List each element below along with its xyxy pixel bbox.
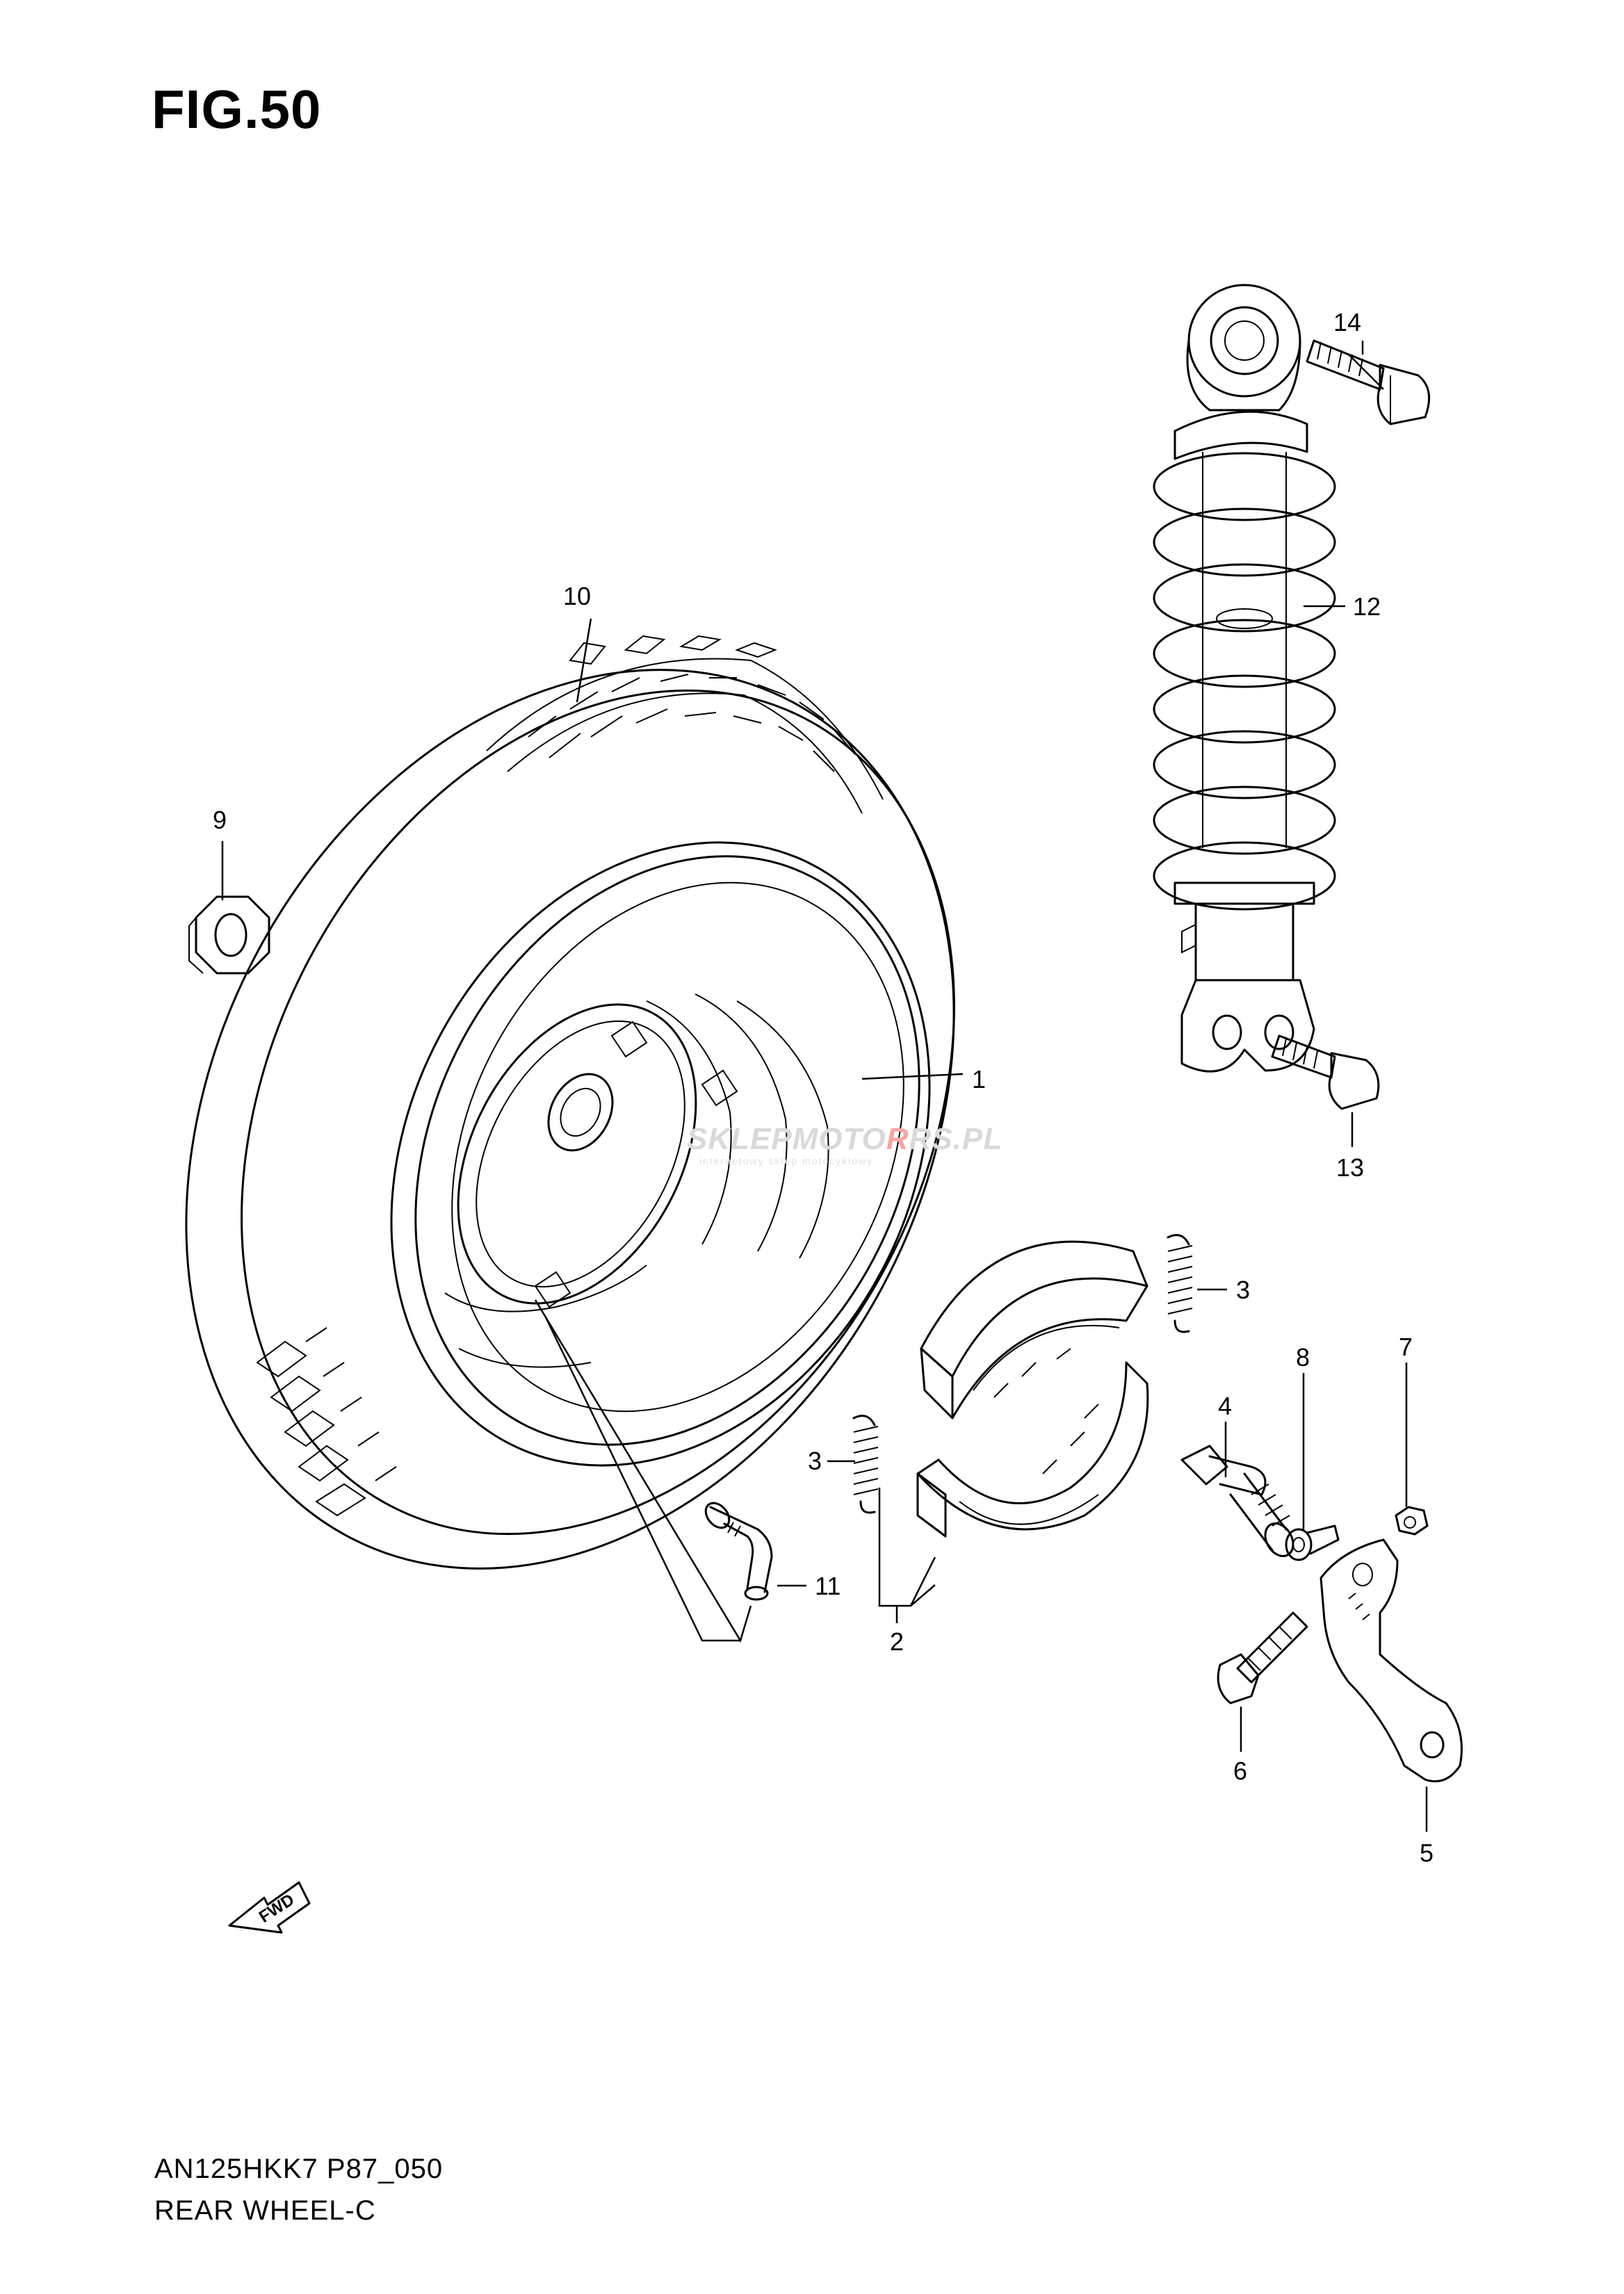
brake-shoe-set[interactable]	[916, 1240, 1149, 1538]
section-name: REAR WHEEL-C	[154, 2195, 376, 2226]
callout-12: 12	[1353, 592, 1381, 621]
brake-spring-lower[interactable]	[852, 1415, 879, 1514]
callout-10: 10	[563, 582, 591, 610]
callout-11: 11	[815, 1572, 841, 1600]
tire-valve[interactable]	[701, 1499, 773, 1601]
axle-nut[interactable]	[188, 895, 270, 975]
callout-labels: 10 9 1 14 12 13 3 3 11 2 4 8 7 6 5	[213, 308, 1434, 1867]
wear-indicator-plate[interactable]	[1285, 1524, 1340, 1561]
callout-3-lower: 3	[808, 1447, 822, 1475]
callout-4: 4	[1218, 1392, 1232, 1420]
brake-spring-upper[interactable]	[1167, 1234, 1193, 1333]
callout-7: 7	[1399, 1333, 1413, 1361]
watermark-logo: SKLEPMOTORRS.PL	[687, 1122, 1003, 1156]
leader-lines	[221, 341, 1428, 1832]
svg-text:FWD: FWD	[256, 1890, 298, 1926]
brake-camshaft[interactable]	[1180, 1445, 1299, 1561]
rear-tire[interactable]	[35, 535, 1105, 1703]
lever-bolt[interactable]	[1217, 1611, 1308, 1705]
figure-title: FIG.50	[152, 79, 322, 140]
rear-wheel-rim[interactable]	[286, 748, 1034, 1560]
lever-nut[interactable]	[1395, 1506, 1429, 1536]
callout-13: 13	[1336, 1153, 1364, 1182]
forward-direction-arrow: FWD	[228, 1881, 311, 1934]
callout-9: 9	[213, 806, 227, 834]
callout-8: 8	[1296, 1343, 1310, 1372]
callout-6: 6	[1233, 1757, 1247, 1785]
callout-5: 5	[1420, 1839, 1434, 1867]
watermark-tagline: internetowy sklep motocyklowy	[699, 1155, 874, 1166]
shock-lower-bolt[interactable]	[1271, 1034, 1380, 1110]
callout-3-upper: 3	[1236, 1276, 1250, 1304]
callout-14: 14	[1333, 308, 1361, 336]
callout-1: 1	[972, 1065, 986, 1093]
brake-cam-lever[interactable]	[1320, 1538, 1463, 1782]
model-code: AN125HKK7 P87_050	[154, 2154, 444, 2184]
callout-2: 2	[890, 1627, 904, 1656]
shock-upper-bolt[interactable]	[1306, 339, 1431, 425]
rear-shock-absorber[interactable]	[1153, 284, 1336, 1073]
